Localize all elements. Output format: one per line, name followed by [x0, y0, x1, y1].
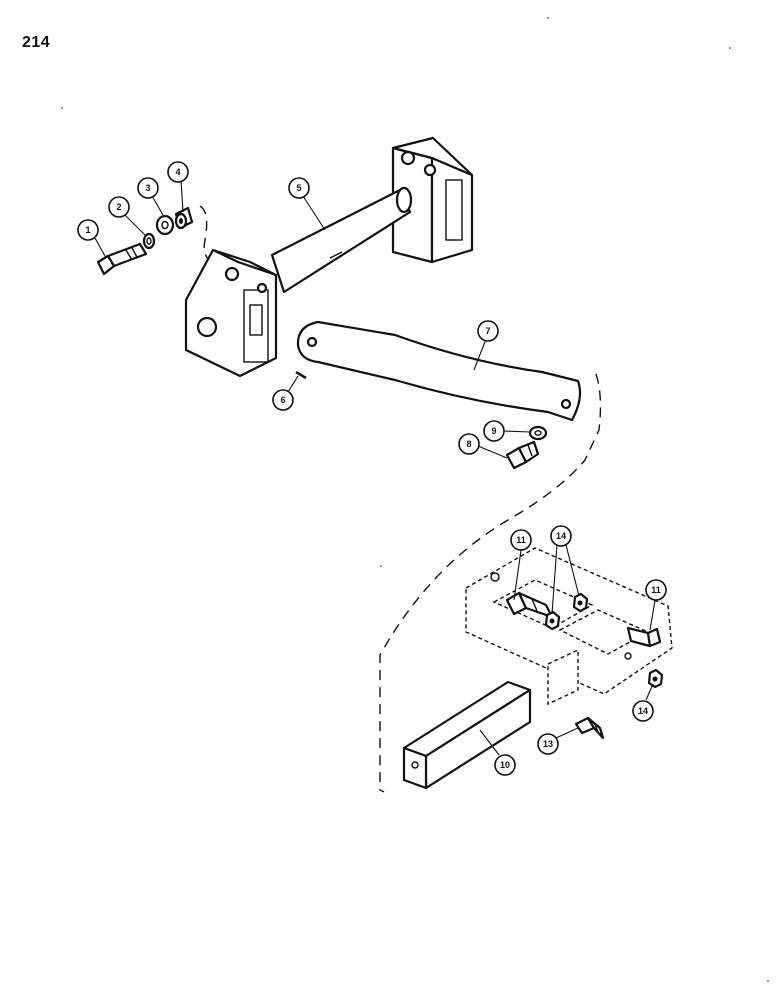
bolt-part-13[interactable] — [574, 716, 605, 740]
svg-text:14: 14 — [556, 531, 566, 541]
callout-6[interactable]: 6 — [272, 389, 294, 411]
callout-9[interactable]: 9 — [483, 420, 505, 442]
callout-11-left[interactable]: 11 — [510, 529, 532, 551]
bolt-part-1[interactable] — [96, 242, 148, 276]
svg-text:3: 3 — [145, 183, 150, 193]
callout-2[interactable]: 2 — [108, 196, 130, 218]
svg-text:13: 13 — [543, 739, 553, 749]
svg-text:11: 11 — [651, 585, 661, 595]
bolt-part-11-right[interactable] — [626, 626, 662, 648]
nut-part-14-c[interactable] — [647, 668, 664, 689]
bolt-part-11-left[interactable] — [505, 591, 554, 619]
callout-7[interactable]: 7 — [477, 320, 499, 342]
svg-text:9: 9 — [491, 426, 496, 436]
svg-text:10: 10 — [500, 760, 510, 770]
svg-text:6: 6 — [280, 395, 285, 405]
lock-washer-part-2[interactable] — [142, 232, 156, 250]
callout-13[interactable]: 13 — [537, 733, 559, 755]
callout-8[interactable]: 8 — [458, 433, 480, 455]
group-boundary — [379, 373, 602, 793]
callout-1[interactable]: 1 — [77, 219, 99, 241]
washer-part-9[interactable] — [528, 425, 548, 441]
svg-text:7: 7 — [485, 326, 490, 336]
svg-text:4: 4 — [175, 167, 180, 177]
bar-part-7[interactable] — [296, 320, 582, 422]
nut-part-14-b[interactable] — [572, 592, 589, 613]
washer-part-3[interactable] — [155, 214, 175, 236]
svg-text:2: 2 — [116, 202, 121, 212]
page-number: 214 — [22, 34, 51, 51]
bolt-part-8[interactable] — [505, 440, 540, 470]
mounting-bracket-phantom — [465, 547, 673, 706]
callout-5[interactable]: 5 — [288, 177, 310, 199]
svg-text:14: 14 — [638, 706, 648, 716]
axle-assembly-part-5[interactable] — [184, 136, 474, 378]
callout-14-bottom[interactable]: 14 — [632, 700, 654, 722]
svg-text:1: 1 — [85, 225, 90, 235]
pin-part-6[interactable] — [295, 370, 307, 380]
svg-text:8: 8 — [466, 439, 471, 449]
leader-lines — [94, 179, 656, 756]
svg-text:11: 11 — [516, 535, 526, 545]
callout-4[interactable]: 4 — [167, 161, 189, 183]
svg-text:5: 5 — [296, 183, 301, 193]
square-bar-part-10[interactable] — [402, 680, 532, 790]
bushing-part-4[interactable] — [174, 206, 194, 230]
callout-14-top[interactable]: 14 — [550, 525, 572, 547]
callout-11-right[interactable]: 11 — [645, 579, 667, 601]
nut-part-14-a[interactable] — [544, 610, 561, 631]
alignment-line-bushing — [199, 205, 226, 264]
callout-3[interactable]: 3 — [137, 177, 159, 199]
callout-10[interactable]: 10 — [494, 754, 516, 776]
